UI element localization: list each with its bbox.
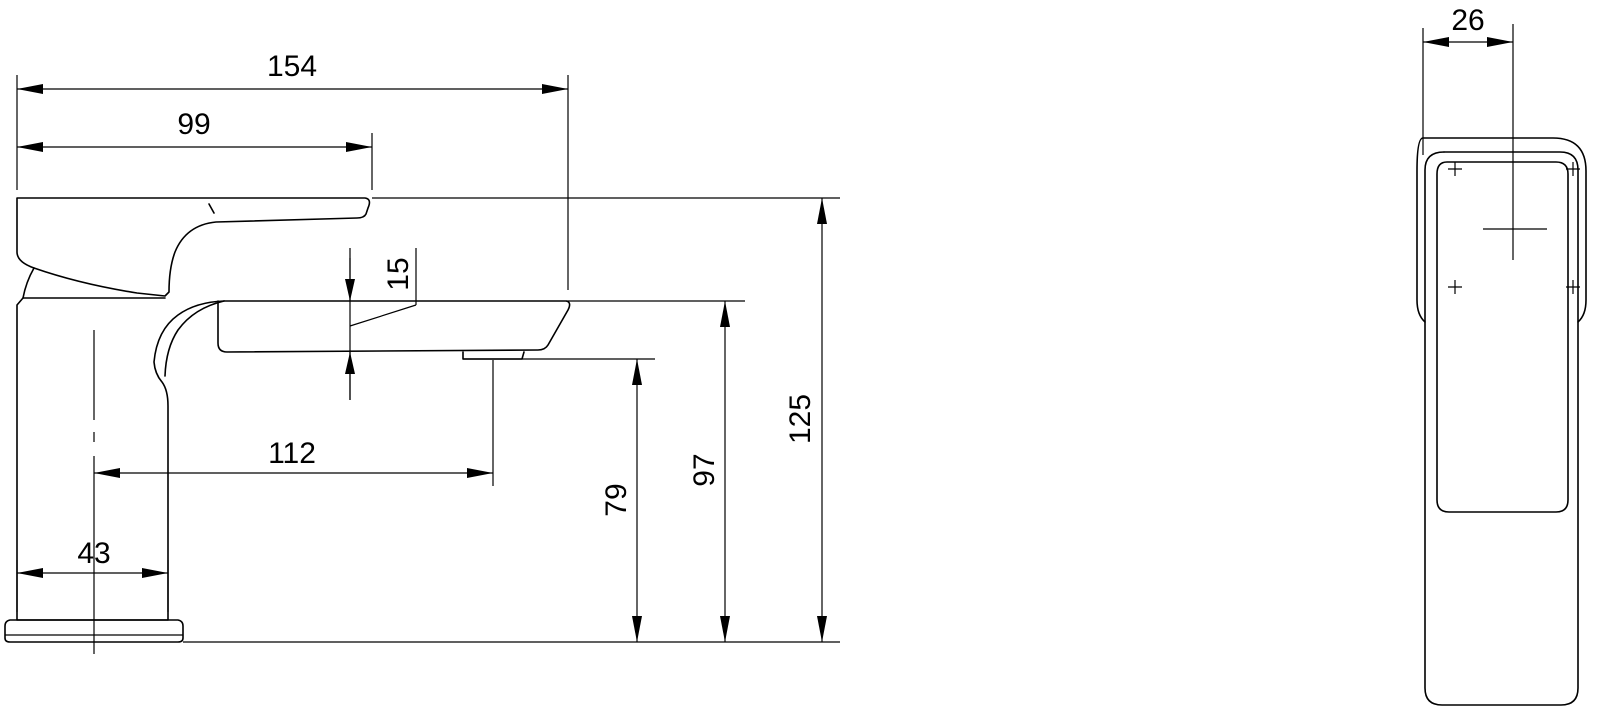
lever-tick <box>208 203 215 214</box>
front-top-cap <box>1443 151 1579 323</box>
side-view <box>4 197 571 654</box>
dim-label-overall-length: 154 <box>267 50 317 83</box>
base-plate <box>4 619 184 643</box>
front-inner-panel <box>1436 161 1569 513</box>
mounting-screw-marks <box>1448 162 1580 294</box>
front-outer-outline <box>1416 137 1587 706</box>
dim-label-lever-height: 15 <box>382 257 415 290</box>
dim-label-width: 26 <box>1451 4 1484 37</box>
dim-label-lever-length: 99 <box>177 108 210 141</box>
lever-handle <box>16 197 371 297</box>
dim-label-base-offset: 43 <box>77 537 110 570</box>
dim-label-spout-top-height: 97 <box>688 453 721 486</box>
front-top-cap-left <box>1424 151 1445 323</box>
extension-lines <box>16 75 840 643</box>
dimension-lines <box>17 84 827 642</box>
dim-label-overall-height: 125 <box>784 394 817 444</box>
spout-inner-curve <box>164 300 225 377</box>
dim-label-spout-reach: 112 <box>268 437 316 470</box>
body-neck <box>22 267 35 299</box>
front-view <box>1416 24 1587 706</box>
front-centre-mark <box>1483 24 1547 260</box>
spout-aerator <box>462 351 525 360</box>
dim-label-outlet-height: 79 <box>600 483 633 516</box>
faucet-body <box>16 297 571 621</box>
